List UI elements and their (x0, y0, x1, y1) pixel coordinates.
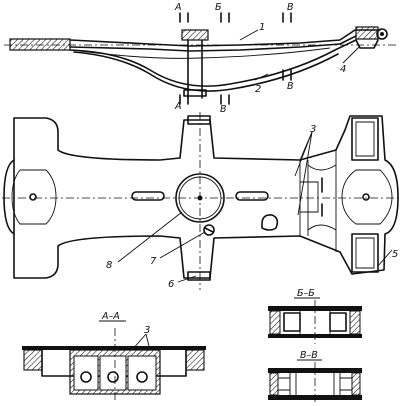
callout-1: 1 (259, 22, 265, 33)
section-b-b: Б–Б (268, 288, 362, 344)
callout-7: 7 (150, 256, 157, 267)
section-title-bb: Б–Б (297, 288, 315, 299)
section-cut-marks-top: А Б В (174, 2, 294, 23)
section-mark-v-mid: В (287, 81, 294, 92)
section-mark-b-top: Б (215, 2, 222, 13)
callout-8: 8 (106, 260, 112, 271)
callout-3-plan: 3 (310, 124, 316, 135)
section-cut-marks-middle: В А В (174, 69, 294, 115)
section-mark-a-mid: А (174, 101, 182, 112)
section-title-vv: В–В (300, 350, 318, 361)
side-view (4, 26, 398, 99)
callout-2: 2 (255, 84, 261, 95)
callout-4: 4 (340, 64, 346, 75)
section-mark-v-mid2: В (220, 104, 227, 115)
section-mark-v-top: В (287, 2, 294, 13)
section-v-v: В–В (268, 350, 362, 404)
callout-6: 6 (168, 279, 174, 290)
plan-view (2, 112, 400, 290)
callouts-plan-view: 3 5 6 7 8 (106, 124, 398, 290)
section-a-a: А–А 3 (22, 311, 206, 402)
callouts-side-view: 1 2 4 (239, 22, 361, 95)
callout-3-section: 3 (144, 325, 150, 336)
section-mark-a-top: А (174, 2, 182, 13)
callout-5: 5 (392, 249, 398, 260)
section-title-aa: А–А (101, 311, 120, 322)
